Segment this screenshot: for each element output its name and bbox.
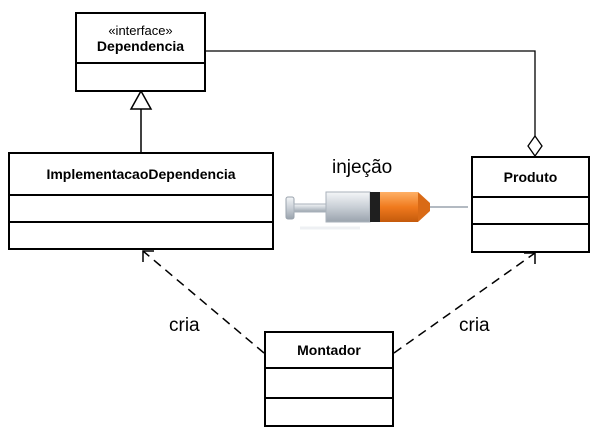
attributes-compartment	[10, 196, 272, 223]
methods-compartment	[266, 399, 392, 429]
class-header: ImplementacaoDependencia	[10, 154, 272, 196]
class-header: Montador	[266, 333, 392, 369]
realization-arrow	[129, 89, 153, 152]
attributes-compartment	[266, 369, 392, 399]
class-name: Dependencia	[96, 37, 185, 54]
syringe-icon	[285, 191, 468, 230]
cria-label-right: cria	[459, 315, 490, 336]
class-montador: Montador	[264, 331, 394, 427]
cria-dependency-right	[393, 252, 536, 354]
cria-label-left: cria	[169, 315, 200, 336]
stereotype-label: «interface»	[108, 22, 173, 38]
methods-compartment	[10, 223, 272, 248]
methods-compartment	[473, 225, 588, 251]
class-dependencia: «interface» Dependencia	[75, 12, 206, 92]
class-name: Montador	[297, 342, 361, 358]
attributes-compartment	[473, 198, 588, 225]
injecao-label: injeção	[332, 157, 393, 178]
class-header: «interface» Dependencia	[77, 14, 204, 64]
class-header: Produto	[473, 158, 588, 198]
aggregation-line	[206, 50, 543, 158]
cria-dependency-left	[142, 250, 265, 354]
class-name: ImplementacaoDependencia	[46, 166, 236, 182]
class-implementacao-dependencia: ImplementacaoDependencia	[8, 152, 274, 250]
class-name: Produto	[503, 169, 558, 185]
class-produto: Produto	[471, 156, 590, 253]
attributes-compartment	[77, 64, 204, 90]
